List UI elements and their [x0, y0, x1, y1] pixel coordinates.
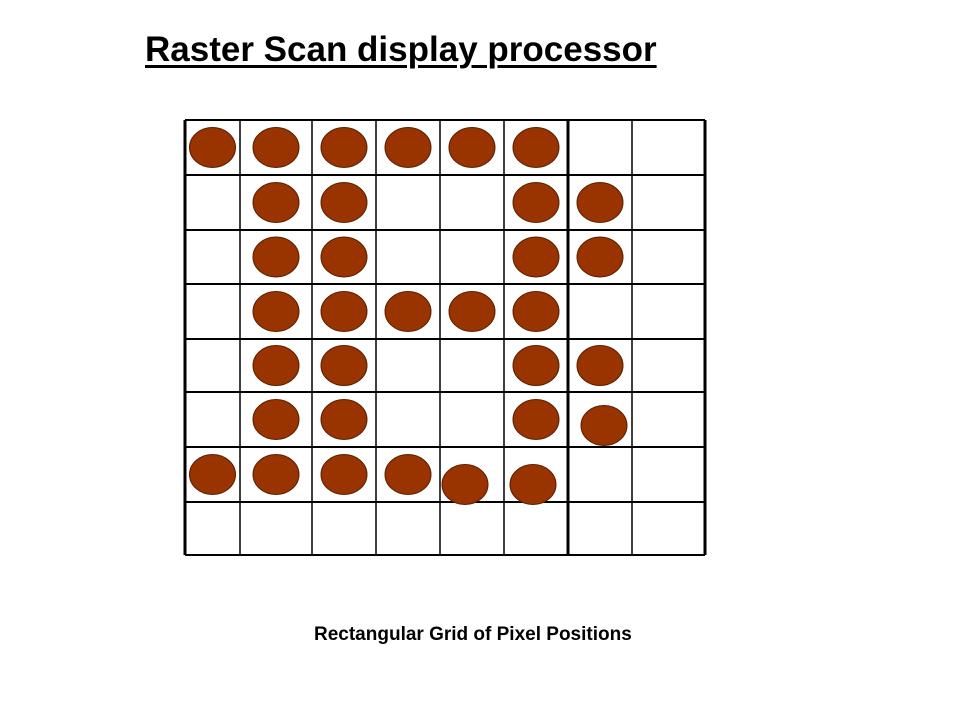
lit-pixel-r0-c5 [512, 127, 560, 168]
lit-pixel-r1-c5 [512, 182, 560, 223]
lit-pixel-r6-c1 [252, 454, 300, 495]
lit-pixel-r6-c0 [189, 454, 236, 495]
lit-pixel-r0-c3 [384, 127, 432, 168]
lit-pixel-r4-c5 [512, 345, 560, 386]
lit-pixel-r3-c1 [252, 291, 300, 332]
lit-pixel-r5-c6 [580, 405, 628, 446]
lit-pixel-r5-c2 [320, 399, 368, 440]
lit-pixel-r0-c0 [189, 127, 236, 168]
lit-pixel-r6-c2 [320, 454, 368, 495]
lit-pixel-r3-c2 [320, 291, 368, 332]
lit-pixel-r1-c1 [252, 182, 300, 223]
lit-pixel-r4-c1 [252, 345, 300, 386]
lit-pixel-r6-c4 [441, 464, 489, 505]
diagram-title: Raster Scan display processor [145, 30, 657, 69]
lit-pixel-r2-c5 [512, 236, 560, 278]
lit-pixel-r5-c5 [512, 399, 560, 440]
lit-pixel-r0-c1 [252, 127, 300, 168]
lit-pixel-r1-c2 [320, 182, 368, 223]
lit-pixel-r4-c6 [576, 345, 624, 386]
lit-pixel-r4-c2 [320, 345, 368, 386]
lit-pixel-r5-c1 [252, 399, 300, 440]
lit-pixel-r3-c3 [384, 291, 432, 332]
lit-pixel-r3-c4 [448, 291, 496, 332]
lit-pixel-r0-c2 [320, 127, 368, 168]
grid-caption: Rectangular Grid of Pixel Positions [314, 624, 632, 645]
lit-pixel-r2-c2 [320, 236, 368, 278]
lit-pixel-r0-c4 [448, 127, 496, 168]
lit-pixel-r6-c5 [509, 464, 557, 505]
lit-pixel-r1-c6 [576, 182, 624, 223]
lit-pixel-r2-c1 [252, 236, 300, 278]
lit-pixel-r2-c6 [576, 236, 624, 278]
lit-pixel-r3-c5 [512, 291, 560, 332]
lit-pixel-r6-c3 [384, 454, 432, 495]
